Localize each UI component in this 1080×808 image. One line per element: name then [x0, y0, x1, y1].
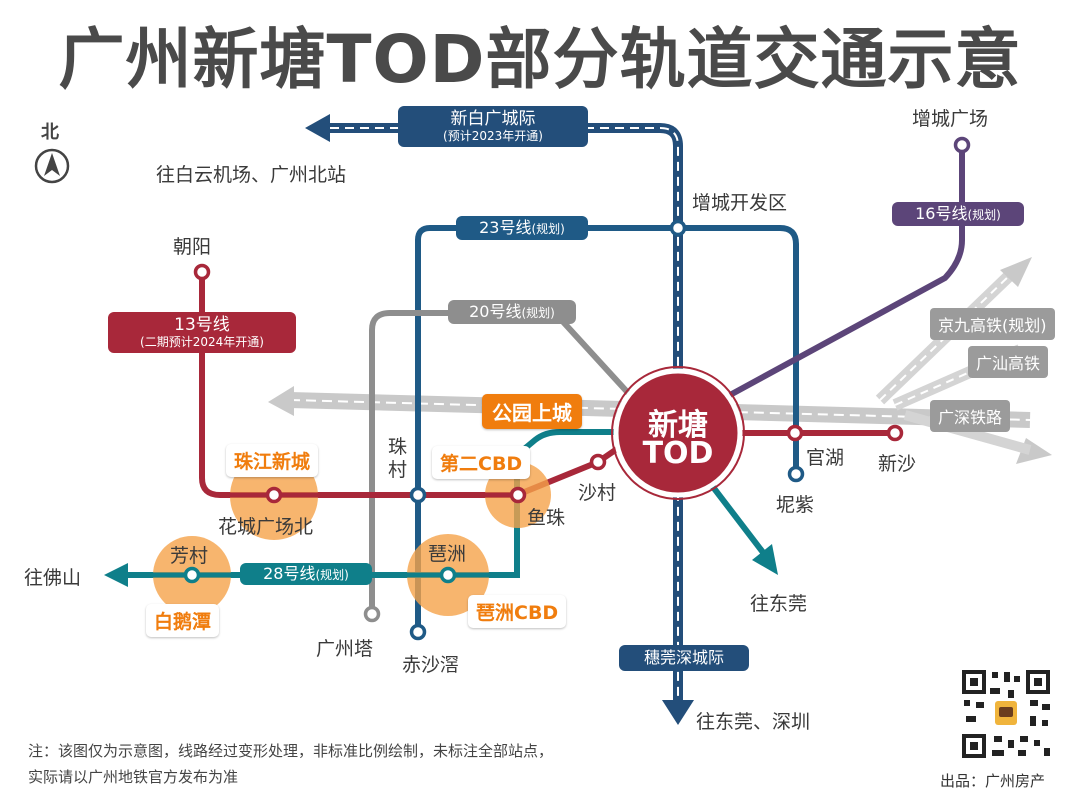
- footnote-line-2: 实际请以广州地铁官方发布为准: [28, 768, 239, 786]
- railway-jingjiu-label: 京九高铁(规划): [930, 308, 1055, 340]
- station-label-fangcun: 芳村: [170, 545, 209, 567]
- station-label-nizi: 坭紫: [776, 494, 815, 516]
- line-20-label: 20号线(规划): [448, 300, 576, 325]
- line-28-note: (规划): [315, 568, 349, 582]
- station-label-zengcheng-kaifaqu: 增城开发区: [692, 192, 788, 214]
- hub-label-1: 新塘: [648, 408, 708, 443]
- line-13-label: 13号线 (二期预计2024年开通): [108, 312, 296, 354]
- line-20-note: (规划): [521, 306, 555, 320]
- line28-west-arrow: [104, 563, 128, 587]
- station-label-guanhu: 官湖: [806, 447, 845, 469]
- line-23: [415, 225, 799, 632]
- dest-dg-sz: 往东莞、深圳: [696, 711, 811, 733]
- line-20-name: 20号线: [469, 302, 522, 321]
- station-pazhou: [439, 566, 457, 584]
- hub-circle: [613, 368, 743, 498]
- station-zengcheng-plaza: [953, 136, 971, 154]
- station-yuzhu: [509, 486, 527, 504]
- station-shacun: [589, 453, 607, 471]
- dest-foshan: 往佛山: [24, 567, 82, 589]
- xinbai-west-arrow: [305, 114, 330, 142]
- station-label-yuzhu: 鱼珠: [527, 507, 566, 529]
- station-zengcheng-kaifaqu: [669, 219, 687, 237]
- hotspot-zhujiang: 珠江新城: [226, 444, 319, 477]
- station-guanhu: [786, 424, 804, 442]
- station-nizi: [787, 465, 805, 483]
- dest-baiyun: 往白云机场、广州北站: [156, 164, 347, 186]
- stations: [183, 136, 971, 641]
- station-zhucun: [409, 486, 427, 504]
- station-label-xinsha: 新沙: [878, 453, 917, 475]
- north-arrow-icon: [34, 148, 70, 184]
- railway-guangshen-label: 广深铁路: [930, 400, 1011, 432]
- line-13-note: (二期预计2024年开通): [140, 334, 264, 349]
- hotspot-cbd2: 第二CBD: [432, 446, 531, 479]
- station-fangcun: [183, 566, 201, 584]
- line-xinbai: [305, 114, 694, 725]
- line-23-name: 23号线: [479, 218, 532, 237]
- hotspot-pazhou-cbd: 琶洲CBD: [468, 595, 567, 628]
- station-label-zengcheng-plaza: 增城广场: [912, 108, 989, 130]
- jingjiu-arrow: [1000, 257, 1032, 287]
- line-xinbai-name: 新白广城际: [450, 109, 536, 129]
- line-28-label: 28号线(规划): [240, 563, 372, 586]
- hub-label-2: TOD: [642, 436, 714, 471]
- dongguan-arrow: [752, 544, 778, 575]
- line-xinbai-label: 新白广城际 (预计2023年开通): [398, 106, 588, 148]
- credit: 出品：广州房产: [940, 772, 1046, 790]
- line-16: [728, 145, 965, 398]
- station-huacheng: [265, 486, 283, 504]
- station-chishajiao: [409, 623, 427, 641]
- line-28-name: 28号线: [263, 564, 316, 583]
- qr-code-icon: [962, 670, 1050, 758]
- station-label-chaoyang: 朝阳: [173, 236, 212, 258]
- compass-label: 北: [41, 122, 59, 143]
- footnote-line-1: 注：该图仅为示意图，线路经过变形处理，非标准比例绘制，未标注全部站点，: [28, 742, 554, 760]
- line-23-label: 23号线(规划): [456, 216, 588, 241]
- line-13: [199, 272, 895, 498]
- hotspot-baietan: 白鹅潭: [146, 604, 220, 637]
- station-label-huacheng: 花城广场北: [218, 516, 314, 538]
- line-suiwan-label: 穗莞深城际: [619, 645, 749, 672]
- line-xinbai-note: (预计2023年开通): [443, 128, 543, 143]
- line-23-note: (规划): [531, 222, 565, 236]
- station-label-pazhou: 琶洲: [428, 543, 467, 565]
- line-16-note: (规划): [967, 208, 1001, 222]
- station-label-chishajiao: 赤沙滘: [402, 654, 460, 676]
- dest-dongguan: 往东莞: [750, 593, 808, 615]
- line-20: [369, 310, 633, 612]
- railway-west-arrow: [268, 386, 294, 416]
- station-xinsha: [886, 424, 904, 442]
- station-label-guangzhouta: 广州塔: [316, 638, 374, 660]
- line-13-name: 13号线: [174, 315, 230, 335]
- hotspot-gongyuan: 公园上城: [482, 394, 582, 429]
- railway-guangshan-label: 广汕高铁: [968, 346, 1049, 378]
- line-16-name: 16号线: [915, 204, 968, 223]
- line-suiwan-name: 穗莞深城际: [643, 648, 724, 667]
- station-label-shacun: 沙村: [578, 482, 617, 504]
- station-guangzhouta: [363, 605, 381, 623]
- station-label-zhucun: 珠 村: [388, 436, 408, 481]
- line-16-label: 16号线(规划): [892, 202, 1024, 227]
- page-title: 广州新塘TOD部分轨道交通示意: [58, 21, 1022, 98]
- suiwan-south-arrow: [662, 700, 694, 725]
- station-chaoyang: [193, 263, 211, 281]
